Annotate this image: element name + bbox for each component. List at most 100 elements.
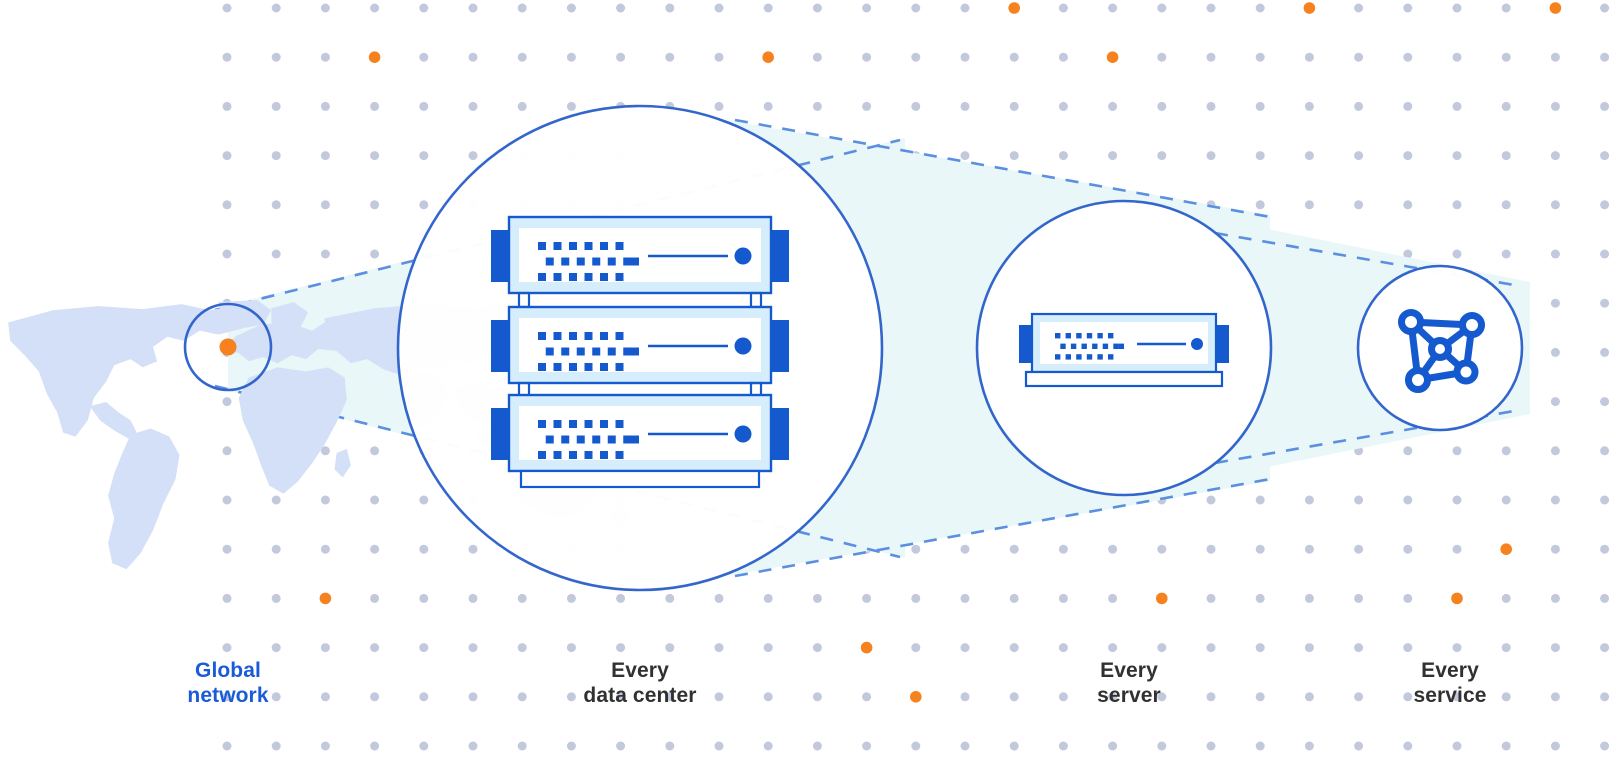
grid-dot (1206, 52, 1216, 62)
grid-dot (1157, 52, 1167, 62)
grid-dot (960, 643, 970, 653)
grid-dot-highlight (368, 51, 381, 63)
vent-square (1055, 354, 1061, 360)
grid-dot (862, 3, 872, 13)
grid-dot (1354, 593, 1364, 603)
grid-dot (1058, 544, 1068, 554)
grid-dot (960, 593, 970, 603)
server-base-plate (1024, 370, 1224, 388)
grid-dot (862, 593, 872, 603)
vent-square (1065, 333, 1071, 339)
grid-dot (1206, 692, 1216, 702)
grid-dot (320, 200, 330, 210)
grid-dot (1452, 200, 1462, 210)
grid-dot-highlight (762, 51, 774, 63)
grid-dot (616, 692, 626, 702)
grid-dot (271, 544, 281, 554)
grid-dot (763, 3, 773, 13)
grid-dot (714, 52, 724, 62)
grid-dot (468, 544, 478, 554)
vent-square (607, 347, 616, 356)
grid-dot (1206, 593, 1216, 603)
grid-dot (419, 3, 429, 13)
grid-dot (1403, 495, 1413, 505)
grid-dot (1452, 151, 1462, 161)
grid-dot (1304, 692, 1314, 702)
vent-square (1076, 354, 1082, 360)
grid-dot (320, 249, 330, 259)
vent-square (1081, 343, 1087, 349)
grid-dot (222, 101, 232, 111)
vent-square (569, 363, 577, 371)
grid-dot (665, 52, 675, 62)
vent-square (1108, 354, 1114, 360)
vent-square (553, 420, 562, 428)
grid-dot (1600, 52, 1610, 62)
grid-dot (1157, 741, 1167, 751)
grid-dot-highlight (1106, 51, 1119, 63)
grid-dot (222, 151, 232, 161)
map-highlight-circle (183, 302, 273, 392)
grid-dot (1058, 101, 1068, 111)
grid-dot (714, 741, 724, 751)
grid-dot (566, 643, 576, 653)
grid-dot-highlight (910, 691, 922, 703)
grid-dot (1452, 249, 1462, 259)
grid-dot-highlight (860, 641, 873, 654)
grid-dot (1600, 643, 1610, 653)
dash-server-top (1214, 231, 1521, 288)
vent-square (1108, 333, 1114, 339)
vent-square (592, 257, 601, 266)
grid-dot (517, 643, 527, 653)
grid-dot (1009, 544, 1019, 554)
vent-square (553, 273, 562, 281)
grid-dot (616, 593, 626, 603)
vent-square (1076, 333, 1082, 339)
vent-square (600, 451, 608, 459)
grid-dot (1403, 446, 1413, 456)
rack-unit-3-vents (538, 420, 639, 459)
grid-dot-highlight (319, 592, 332, 605)
grid-dot (517, 692, 527, 702)
grid-dot (1600, 593, 1610, 603)
grid-dot (1206, 3, 1216, 13)
grid-dot (320, 544, 330, 554)
vent-square (561, 257, 570, 266)
grid-dot (1452, 52, 1462, 62)
grid-dot (271, 692, 281, 702)
grid-dot (960, 52, 970, 62)
rack-base-plate (519, 469, 761, 489)
vent-square (615, 242, 624, 250)
grid-dot (714, 643, 724, 653)
grid-dot (714, 101, 724, 111)
grid-dot (1255, 643, 1265, 653)
grid-dot (566, 593, 576, 603)
grid-dot (665, 3, 675, 13)
vent-square (1070, 343, 1077, 349)
grid-dot (1403, 643, 1413, 653)
grid-dot (419, 544, 429, 554)
map-location-marker (219, 338, 237, 356)
mesh-node-top-left (1398, 309, 1424, 335)
vent-square (584, 363, 593, 371)
grid-dot (1600, 446, 1610, 456)
rack-unit-1 (491, 215, 789, 309)
vent-square (569, 332, 577, 340)
grid-dot (1403, 52, 1413, 62)
grid-dot (419, 741, 429, 751)
grid-dot (763, 643, 773, 653)
grid-dot (419, 643, 429, 653)
grid-dot (1255, 692, 1265, 702)
vent-square (584, 420, 593, 428)
grid-dot (1403, 249, 1413, 259)
grid-dot (1108, 741, 1118, 751)
grid-dot (468, 692, 478, 702)
grid-dot (812, 52, 822, 62)
grid-dot (1009, 741, 1019, 751)
vent-square (569, 242, 577, 250)
grid-dot (222, 200, 232, 210)
grid-dot (1550, 101, 1560, 111)
vent-square (615, 451, 624, 459)
